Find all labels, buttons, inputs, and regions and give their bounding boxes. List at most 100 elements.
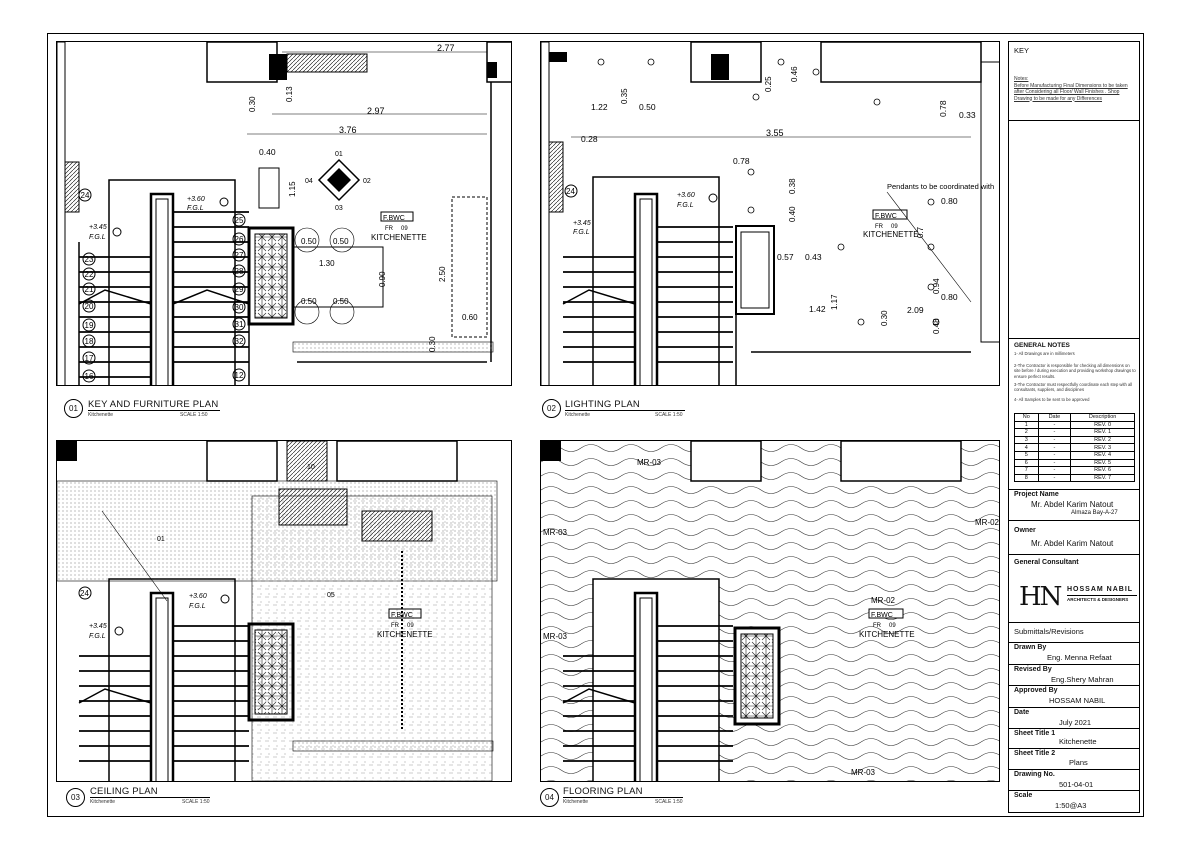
general-notes-label: GENERAL NOTES: [1014, 342, 1070, 349]
key-furniture-plan-drawing: 2.77 0.30 0.13 2.97 3.76 0.40 1.15 01 02…: [57, 42, 511, 385]
room-code: F.BWC: [871, 612, 893, 619]
divider: [1009, 489, 1139, 490]
room-tag: 09: [891, 224, 898, 230]
ceiling-mark: 10: [307, 464, 315, 471]
room-name: KITCHENETTE: [371, 233, 427, 242]
logo-mark: HN: [1019, 582, 1062, 612]
material-tag: MR-03: [637, 458, 662, 467]
divider: [1009, 728, 1139, 729]
flooring-plan-panel: MR-03 MR-03 MR-02 MR-03 MR-02 MR-03 F.BW…: [540, 440, 1000, 782]
panel-number: 04: [540, 788, 559, 807]
dim-label: 0.7: [916, 226, 925, 238]
approved-by: HOSSAM NABIL: [1049, 696, 1106, 705]
dim-label: 0.40: [788, 206, 797, 222]
room-tag: FR: [385, 226, 394, 232]
light-fixture-icon: [597, 58, 940, 326]
divider: [1009, 664, 1139, 665]
level-mark: +3.45: [573, 220, 591, 227]
project-location: Almaza Bay-A-27: [1071, 510, 1118, 516]
step-number: 18: [85, 337, 94, 346]
lighting-plan-panel: 3.55 0.25 0.46 0.35 1.22 0.50 0.28 0.78 …: [540, 41, 1000, 386]
panel-title: CEILING PLAN: [90, 786, 158, 797]
consultant-label: General Consultant: [1014, 559, 1079, 566]
panel-subtitle: Kitchenette: [88, 412, 114, 418]
general-note: 1- All Drawings are in millimeters: [1014, 351, 1075, 356]
room-tag: FR: [875, 224, 884, 230]
step-number: 25: [235, 216, 244, 225]
table-row: 8-REV. 7: [1014, 473, 1135, 483]
panel-title: FLOORING PLAN: [563, 786, 643, 797]
title-underline: [90, 797, 210, 798]
room-name: KITCHENETTE: [377, 630, 433, 639]
room-code: F.BWC: [383, 215, 405, 222]
panel-title: KEY AND FURNITURE PLAN: [88, 399, 219, 410]
divider: [1009, 748, 1139, 749]
revised-by: Eng.Shery Mahran: [1051, 675, 1114, 684]
dim-label: 0.57: [777, 252, 794, 262]
compass-icon: 01 02 03 04: [305, 151, 371, 212]
table-row: 5-REV. 4: [1014, 450, 1135, 460]
room-code: F.BWC: [875, 213, 897, 220]
drawn-by: Eng. Menna Refaat: [1047, 653, 1112, 662]
dim-label: 2.50: [438, 266, 447, 282]
table-row: 1-REV. 0: [1014, 420, 1135, 430]
panel-scale: SCALE 1:50: [182, 799, 210, 805]
panel-subtitle: Kitchenette: [90, 799, 116, 805]
drawing-sheet-border: [47, 33, 1144, 817]
key-furniture-plan-panel: 2.77 0.30 0.13 2.97 3.76 0.40 1.15 01 02…: [56, 41, 512, 386]
revised-by-label: Revised By: [1014, 666, 1052, 673]
general-note: 4- All Samples to be sent to be approved: [1014, 397, 1090, 402]
dim-label: 1.15: [288, 181, 297, 197]
revision-table: No Date Description 1-REV. 0 2-REV. 1 3-…: [1014, 413, 1135, 483]
level-mark: +3.45: [89, 623, 107, 630]
dim-label: 3.76: [339, 125, 357, 135]
general-note: 2-The Contractor is responsible for chec…: [1014, 363, 1136, 379]
table-row: 2-REV. 1: [1014, 428, 1135, 437]
zone-label: 05: [327, 592, 335, 599]
step-number: 12: [235, 371, 244, 380]
level-mark: F.G.L: [187, 205, 204, 212]
panel-scale: SCALE 1:50: [655, 799, 683, 805]
room-tag: 09: [889, 623, 896, 629]
level-mark: F.G.L: [189, 603, 206, 610]
dim-label: 0.94: [932, 278, 941, 294]
material-tag: MR-03: [851, 768, 876, 777]
step-number: 27: [235, 251, 244, 260]
general-note: 3-The Contractor must respectfully coord…: [1014, 382, 1133, 393]
rev-header: Date: [1037, 413, 1072, 422]
compass-label: 03: [335, 205, 343, 212]
dim-label: 0.60: [462, 313, 478, 322]
step-number: 28: [235, 267, 244, 276]
material-tag: MR-03: [543, 528, 568, 537]
dim-label: 1.30: [319, 259, 335, 268]
compass-label: 02: [363, 178, 371, 185]
room-code: F.BWC: [391, 612, 413, 619]
dim-label: 0.25: [764, 76, 773, 92]
logo-subtitle: ARCHITECTS & DESIGNERS: [1067, 597, 1129, 602]
table-row: 7-REV. 6: [1014, 466, 1135, 475]
step-number: 29: [235, 285, 244, 294]
dim-label: 0.46: [790, 66, 799, 82]
pendant-note: Pendants to be coordinated with: [887, 182, 994, 191]
material-tag: MR-02: [871, 596, 896, 605]
step-number: 17: [85, 354, 94, 363]
dim-label: 2.97: [367, 106, 385, 116]
dim-label: 2.77: [437, 43, 455, 53]
scale-value: 1:50@A3: [1055, 801, 1087, 810]
dim-label: 0.43: [805, 252, 822, 262]
title-block: KEY Notes: Before Manufacturing Final Di…: [1008, 41, 1140, 813]
dim-label: 0.40: [259, 147, 276, 157]
title-underline: [88, 410, 220, 411]
panel-scale: SCALE 1:50: [655, 412, 683, 418]
dim-label: 0.50: [333, 237, 349, 246]
dim-label: 1.17: [830, 294, 839, 310]
panel-title: LIGHTING PLAN: [565, 399, 640, 410]
level-mark: +3.60: [189, 593, 207, 600]
notes-label: Notes:: [1014, 76, 1029, 82]
dim-label: 0.80: [941, 292, 958, 302]
zone-label: 01: [157, 536, 165, 543]
level-mark: +3.60: [187, 196, 205, 203]
dim-label: 3.55: [766, 128, 784, 138]
step-number: 26: [235, 235, 244, 244]
step-number: 32: [235, 337, 244, 346]
